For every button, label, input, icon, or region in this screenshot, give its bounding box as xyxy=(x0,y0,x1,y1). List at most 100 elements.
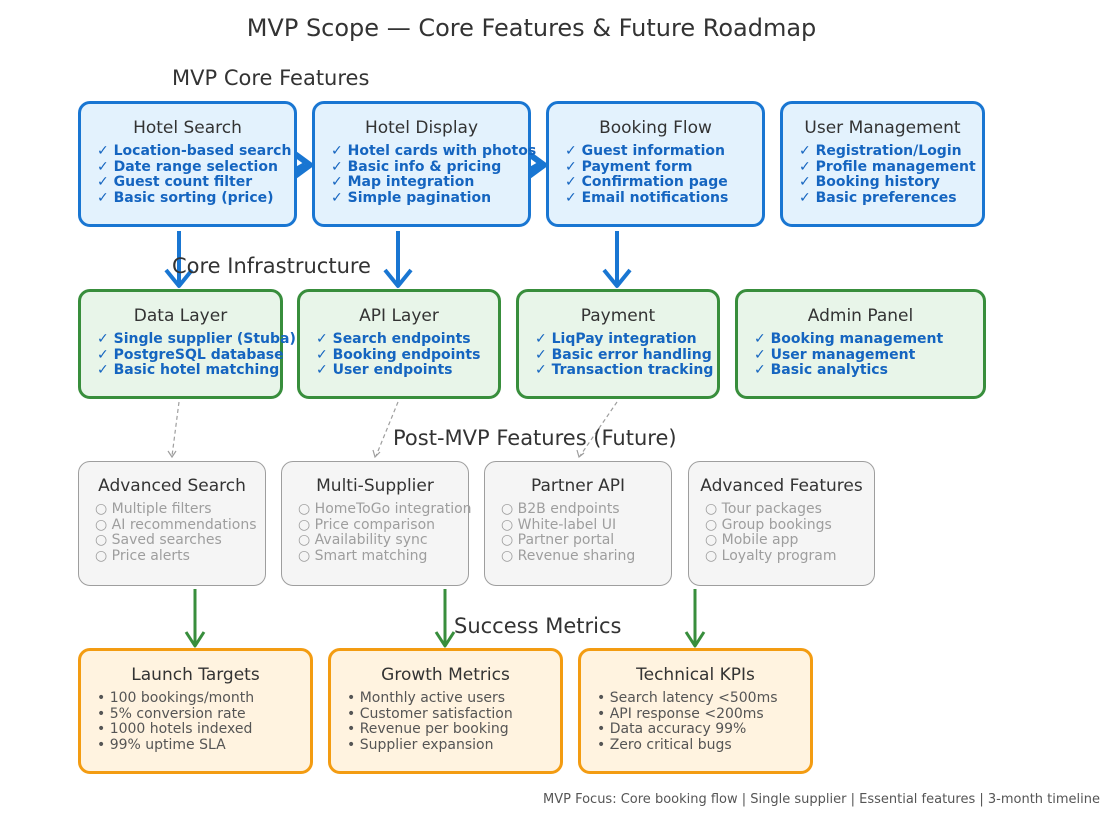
list-item: ✓ Map integration xyxy=(331,174,475,191)
future-box-advanced-features: Advanced Features ○ Tour packages ○ Grou… xyxy=(688,461,875,586)
list-item: ✓ Booking endpoints xyxy=(316,346,481,363)
list-item: ○ Price alerts xyxy=(95,547,190,564)
footer-note: MVP Focus: Core booking flow | Single su… xyxy=(543,792,1100,807)
list-item: • Customer satisfaction xyxy=(347,705,513,722)
list-item: ✓ Basic info & pricing xyxy=(331,158,502,175)
list-item: • 100 bookings/month xyxy=(97,690,255,706)
list-item: ✓ Guest count filter xyxy=(97,174,253,191)
box-title: Multi-Supplier xyxy=(316,476,434,496)
metric-list: • 100 bookings/month • 5% conversion rat… xyxy=(81,690,310,753)
feature-list: ✓ Location-based search ✓ Date range sel… xyxy=(81,143,294,206)
list-item: • 1000 hotels indexed xyxy=(97,721,253,738)
list-item: ✓ Location-based search xyxy=(97,143,292,159)
box-title: Advanced Search xyxy=(98,476,246,496)
dashed-arrow-payment-to-partner-api xyxy=(576,401,618,459)
list-item: ✓ Registration/Login xyxy=(799,143,962,159)
section-label-mvp: MVP Core Features xyxy=(172,66,370,90)
feature-list: ✓ Search endpoints ✓ Booking endpoints ✓… xyxy=(300,331,498,379)
mvp-box-booking-flow: Booking Flow ✓ Guest information ✓ Payme… xyxy=(546,101,765,227)
feature-list: ✓ LiqPay integration ✓ Basic error handl… xyxy=(519,331,717,379)
list-item: ○ Price comparison xyxy=(298,516,436,533)
feature-list: ○ Multiple filters ○ AI recommendations … xyxy=(79,501,265,564)
list-item: ○ B2B endpoints xyxy=(501,501,620,517)
list-item: ✓ Email notifications xyxy=(565,189,729,206)
page-title: MVP Scope — Core Features & Future Roadm… xyxy=(246,14,817,42)
arrow-display-to-api-layer xyxy=(383,231,413,288)
feature-list: ✓ Booking management ✓ User management ✓… xyxy=(738,331,983,379)
list-item: ✓ LiqPay integration xyxy=(535,331,697,347)
list-item: ✓ Single supplier (Stuba) xyxy=(97,331,296,347)
feature-list: ✓ Single supplier (Stuba) ✓ PostgreSQL d… xyxy=(81,331,296,379)
feature-list: ○ Tour packages ○ Group bookings ○ Mobil… xyxy=(689,501,874,564)
list-item: ○ Partner portal xyxy=(501,532,615,549)
list-item: ✓ Date range selection xyxy=(97,158,278,175)
list-item: ✓ Search endpoints xyxy=(316,331,471,347)
metric-list: • Search latency <500ms • API response <… xyxy=(581,690,810,753)
feature-list: ✓ Hotel cards with photos ✓ Basic info &… xyxy=(315,143,537,206)
list-item: • API response <200ms xyxy=(597,705,764,722)
mvp-box-hotel-display: Hotel Display ✓ Hotel cards with photos … xyxy=(312,101,537,227)
list-item: ○ White-label UI xyxy=(501,516,617,533)
infra-box-api-layer: API Layer ✓ Search endpoints ✓ Booking e… xyxy=(297,289,501,399)
future-box-multi-supplier: Multi-Supplier ○ HomeToGo integration ○ … xyxy=(281,461,472,586)
box-title: Payment xyxy=(580,306,656,326)
list-item: ✓ Booking management xyxy=(754,331,944,347)
list-item: ✓ Booking history xyxy=(799,174,940,191)
list-item: • Monthly active users xyxy=(347,690,506,706)
mvp-box-user-management: User Management ✓ Registration/Login ✓ P… xyxy=(780,101,985,227)
box-title: Partner API xyxy=(530,476,626,496)
mvp-box-hotel-search: Hotel Search ✓ Location-based search ✓ D… xyxy=(78,101,297,227)
feature-list: ○ HomeToGo integration ○ Price compariso… xyxy=(282,501,472,564)
list-item: ○ Loyalty program xyxy=(705,547,837,564)
arrow-future-to-growth-metrics xyxy=(434,589,456,648)
dashed-arrow-data-to-advanced-search xyxy=(167,401,180,459)
infra-box-data-layer: Data Layer ✓ Single supplier (Stuba) ✓ P… xyxy=(78,289,296,399)
list-item: ✓ User management xyxy=(754,346,916,363)
box-title: Data Layer xyxy=(133,306,228,326)
list-item: • Supplier expansion xyxy=(347,736,494,753)
list-item: ○ Availability sync xyxy=(298,532,428,549)
section-label-metrics: Success Metrics xyxy=(454,614,622,638)
arrow-search-to-data-layer xyxy=(164,231,194,288)
arrow-future-to-launch-targets xyxy=(184,589,206,648)
section-label-future: Post-MVP Features (Future) xyxy=(393,426,677,450)
infra-box-admin-panel: Admin Panel ✓ Booking management ✓ User … xyxy=(735,289,986,399)
list-item: • Search latency <500ms xyxy=(597,690,778,706)
metric-box-growth-metrics: Growth Metrics • Monthly active users • … xyxy=(328,648,563,774)
list-item: ✓ User endpoints xyxy=(316,362,453,379)
list-item: ✓ Simple pagination xyxy=(331,189,492,206)
box-title: Hotel Display xyxy=(364,118,479,138)
future-box-advanced-search: Advanced Search ○ Multiple filters ○ AI … xyxy=(78,461,266,586)
box-title: Launch Targets xyxy=(131,665,260,685)
box-title: Admin Panel xyxy=(807,306,914,326)
arrow-future-to-technical-kpis xyxy=(684,589,706,648)
metric-box-technical-kpis: Technical KPIs • Search latency <500ms •… xyxy=(578,648,813,774)
list-item: • Data accuracy 99% xyxy=(597,721,747,738)
list-item: ✓ Hotel cards with photos xyxy=(331,143,537,159)
box-title: Booking Flow xyxy=(599,118,712,138)
metric-box-launch-targets: Launch Targets • 100 bookings/month • 5%… xyxy=(78,648,313,774)
list-item: ✓ Transaction tracking xyxy=(535,362,714,379)
list-item: ○ Saved searches xyxy=(95,532,222,549)
metric-list: • Monthly active users • Customer satisf… xyxy=(331,690,560,753)
list-item: ○ HomeToGo integration xyxy=(298,501,472,517)
list-item: ✓ Profile management xyxy=(799,158,976,175)
box-title: Advanced Features xyxy=(700,476,863,496)
list-item: ✓ Basic hotel matching xyxy=(97,362,280,379)
list-item: ○ Smart matching xyxy=(298,547,428,564)
list-item: ✓ Basic analytics xyxy=(754,362,888,379)
box-title: Hotel Search xyxy=(133,118,242,138)
list-item: • 5% conversion rate xyxy=(97,705,246,722)
list-item: ✓ Guest information xyxy=(565,143,725,159)
list-item: ✓ Payment form xyxy=(565,158,693,175)
list-item: ✓ PostgreSQL database xyxy=(97,346,284,363)
infra-box-payment: Payment ✓ LiqPay integration ✓ Basic err… xyxy=(516,289,720,399)
arrow-booking-to-payment xyxy=(602,231,632,288)
list-item: ✓ Basic error handling xyxy=(535,346,712,363)
list-item: ○ Mobile app xyxy=(705,532,799,549)
future-box-partner-api: Partner API ○ B2B endpoints ○ White-labe… xyxy=(484,461,672,586)
feature-list: ✓ Registration/Login ✓ Profile managemen… xyxy=(783,143,982,206)
list-item: ○ Multiple filters xyxy=(95,501,212,517)
list-item: • Zero critical bugs xyxy=(597,736,732,753)
list-item: ○ AI recommendations xyxy=(95,516,257,533)
